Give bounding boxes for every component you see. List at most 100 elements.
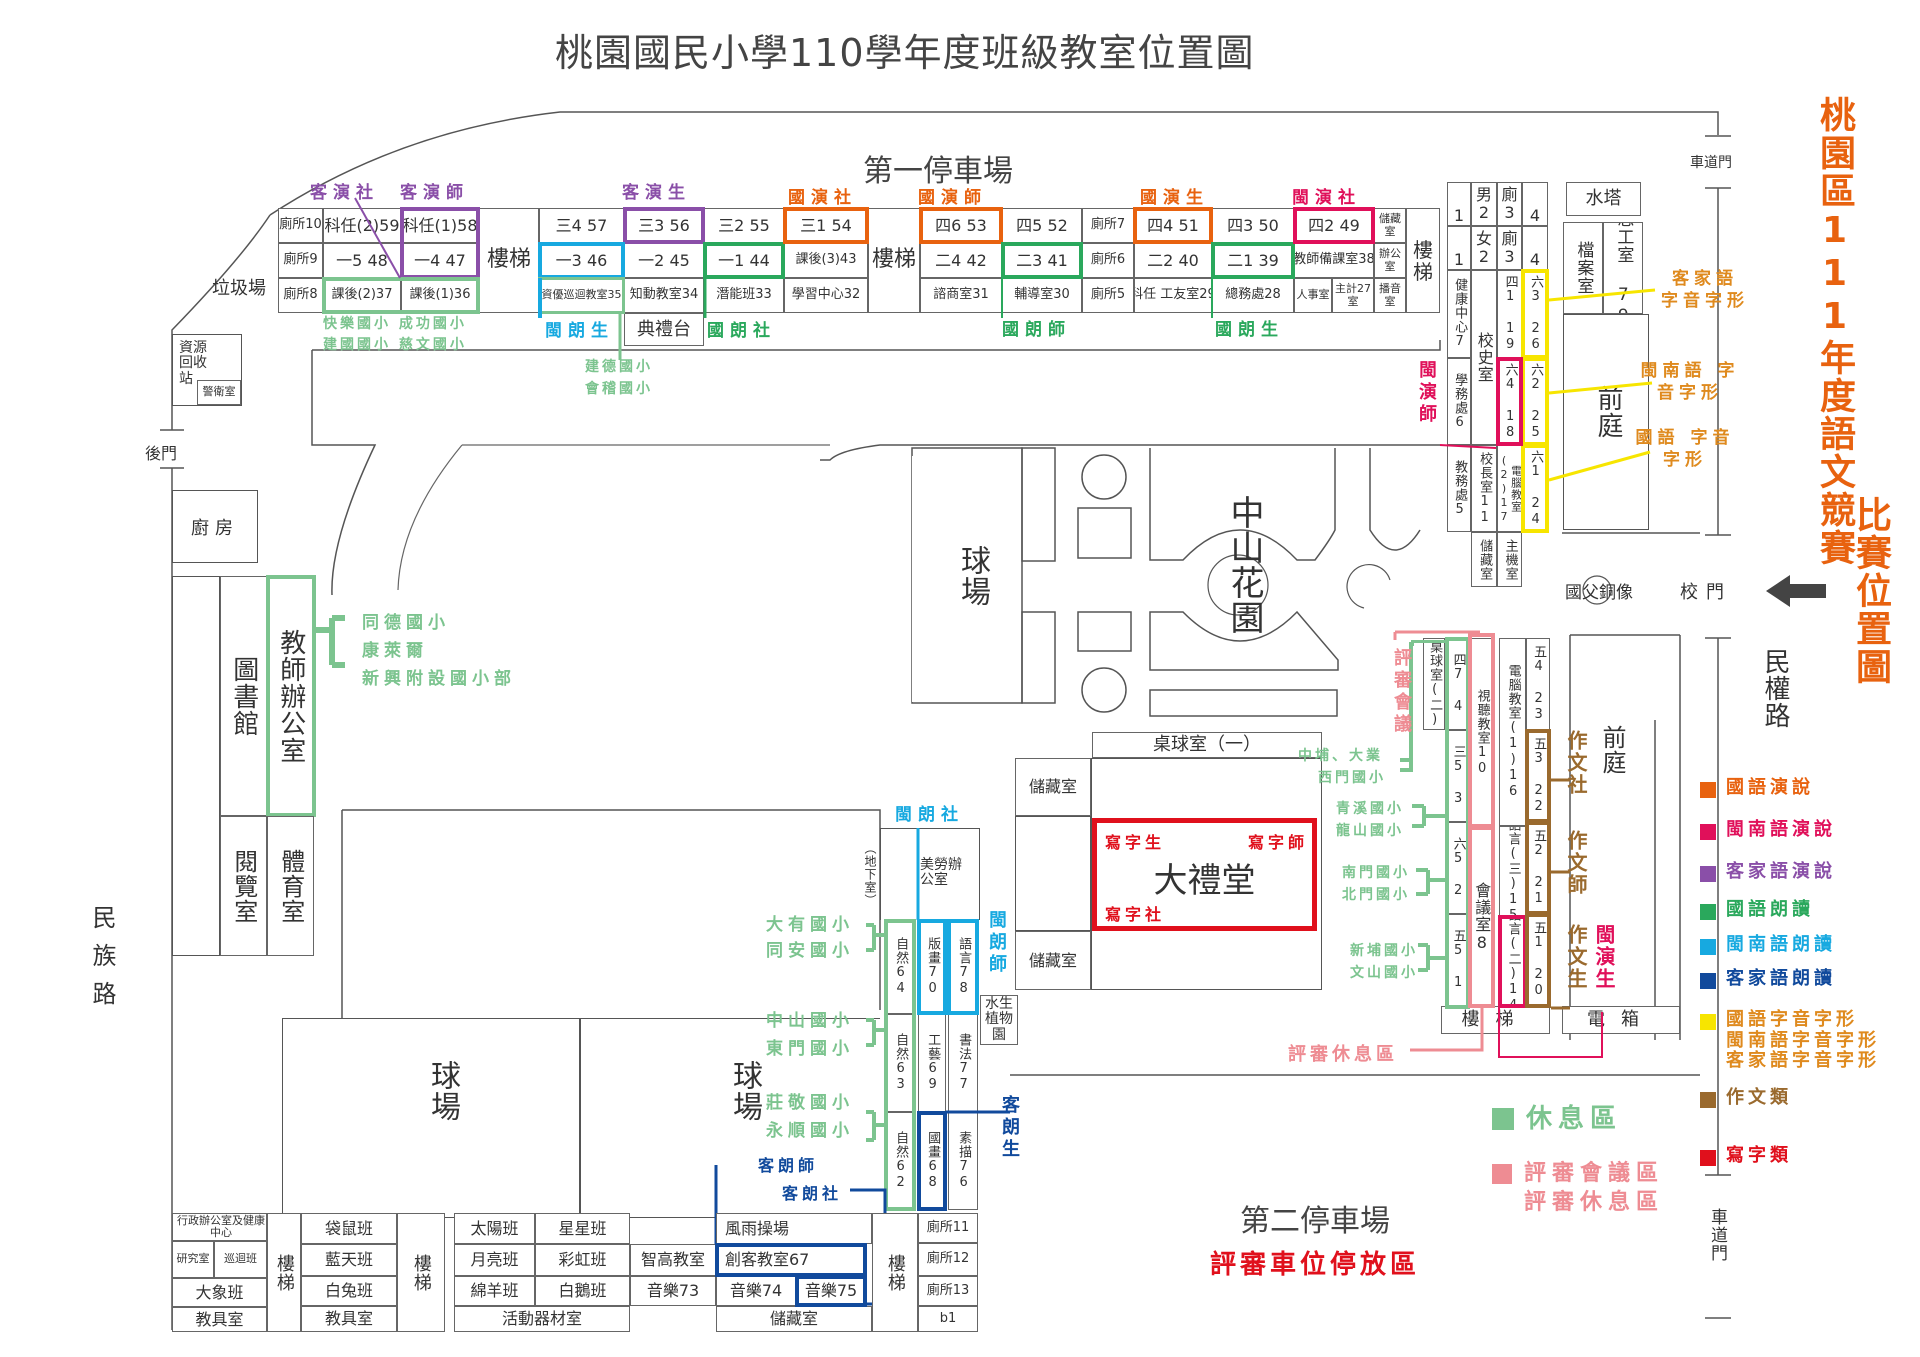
label-hakka-read-club: 客朗社: [782, 1184, 843, 1203]
label-essay-club: 作文社: [1564, 730, 1588, 796]
legend-judge-area: 評審會議區 評審休息區: [1492, 1160, 1664, 1217]
label-mandarin-speech-club: 國演社: [788, 188, 857, 208]
stairs: 樓梯: [1406, 208, 1440, 313]
label-hakka-char: 客家語 字音字形: [1661, 269, 1749, 312]
stage: 典禮台: [624, 313, 704, 346]
label-mandarin-char: 國語 字音字形: [1635, 428, 1735, 471]
rest-school-label: 北門國小: [1342, 887, 1410, 903]
legend-item: 作文類: [1700, 1087, 1792, 1109]
room: 三3 56: [624, 208, 704, 243]
label-hakka-read-teacher: 客朗師: [758, 1156, 819, 1175]
room: 教師備課室38: [1294, 243, 1374, 278]
rest-school-label: 新埔國小: [1350, 943, 1418, 959]
rest-school-label: 文山國小: [1350, 965, 1418, 981]
court-center: 球場: [955, 545, 990, 607]
rest-school-label: 建德國小: [585, 359, 653, 375]
garbage-area: 垃圾場: [212, 278, 266, 299]
auditorium: 大禮堂 寫字生 寫字師 寫字社: [1092, 818, 1317, 931]
legend-item: 國語字音字形 閩南語字音字形 客家語字音字形: [1700, 1009, 1880, 1072]
parking-lot-2: 第二停車場: [1240, 1204, 1390, 1239]
rest-school-label: 東門國小: [766, 1039, 854, 1059]
legend-item: 客家語演說: [1700, 861, 1836, 883]
room: 辦公室: [1374, 243, 1406, 278]
minzu-road: 民族路: [88, 905, 116, 1019]
recycle-station: 資源回收站 警衛室: [172, 334, 242, 406]
label-hakka-speech-student: 客演生: [622, 183, 691, 203]
label-minnan-speech-student: 閩演生: [1592, 924, 1616, 990]
room: 廁所6: [1082, 243, 1134, 278]
room: 廁所9: [278, 243, 323, 278]
pingpong-room-1: 桌球室（一）: [1092, 732, 1322, 758]
rest-school-label: 中山國小: [766, 1011, 854, 1031]
legend-item: 國語演說: [1700, 777, 1814, 799]
room: 科任(1)58: [401, 208, 479, 243]
legend-item: 閩南語朗讀: [1700, 934, 1836, 956]
room: 儲藏室: [1374, 208, 1406, 243]
label-hakka-read-student: 客朗生: [999, 1095, 1020, 1161]
basement-label: （地下室）: [863, 842, 877, 907]
court-sw: [282, 1018, 580, 1218]
page-title: 桃園國民小學110學年度班級教室位置圖: [555, 31, 1255, 75]
zhongshan-garden: 中山花園: [1224, 495, 1264, 635]
label-minnan-speech-club: 閩演社: [1292, 188, 1361, 208]
label-writing-teacher: 寫字師: [1247, 833, 1308, 852]
legend-label: 客家語朗讀: [1726, 968, 1836, 989]
rest-school-label: 新興附設國小部: [362, 669, 516, 689]
room: 主計27室: [1332, 278, 1374, 313]
label-minnan-speech-teacher: 閩演師: [1416, 360, 1437, 426]
stairs: 樓梯: [872, 1213, 918, 1332]
label-writing-student: 寫字生: [1105, 833, 1166, 852]
arrow-icon: [1766, 575, 1826, 607]
room: 二2 40: [1134, 243, 1212, 278]
legend-item: 寫字類: [1700, 1145, 1792, 1167]
aquatic-garden: 水生植物園: [980, 995, 1018, 1045]
driveway-gate-top: 車道門: [1690, 155, 1732, 171]
legend-swatch: [1700, 939, 1716, 955]
label-minnan-read-club: 閩朗社: [895, 805, 964, 825]
west-building: [172, 576, 220, 956]
pe-room: 體育室: [267, 816, 314, 956]
rest-school-label: 會稽國小: [585, 381, 653, 397]
rest-school-label: 康萊爾: [362, 641, 428, 661]
archive-room: 檔案室: [1563, 222, 1603, 314]
legend-item: 閩南語演說: [1700, 819, 1836, 841]
side-title-sub: 比賽位置圖: [1850, 496, 1891, 686]
legend-swatch: [1700, 1092, 1716, 1108]
parking-lot-1: 第一停車場: [863, 154, 1013, 189]
school-gate: 校門: [1680, 582, 1732, 603]
label-writing-club: 寫字社: [1105, 905, 1166, 924]
stairs: 樓梯: [397, 1213, 445, 1332]
back-gate: 後門: [145, 444, 178, 463]
room: 三2 55: [704, 208, 784, 243]
room: 資優巡迴教室35: [539, 278, 624, 313]
legend-label: 客家語演說: [1726, 861, 1836, 882]
legend-swatch: [1700, 866, 1716, 882]
room: 廁所5: [1082, 278, 1134, 313]
stairs: 樓梯: [1441, 1006, 1550, 1034]
room: 播音室: [1374, 278, 1406, 313]
legend-swatch: [1700, 824, 1716, 840]
room: 科任 工友室29: [1134, 278, 1212, 313]
room: 輔導室30: [1002, 278, 1082, 313]
room: 諮商室31: [920, 278, 1002, 313]
rest-school-label: 同德國小: [362, 613, 450, 633]
rest-school-label: 莊敬國小: [766, 1093, 854, 1113]
legend-swatch: [1700, 904, 1716, 920]
art-office: 美勞辦公室: [920, 857, 962, 889]
legend-swatch: [1700, 973, 1716, 989]
label-minnan-read-student: 閩朗生: [545, 321, 614, 341]
minquan-road: 民權路: [1760, 648, 1790, 729]
court-s-label: 球場: [727, 1060, 762, 1122]
stairs: 樓梯: [479, 208, 539, 313]
judge-parking: 評審車位停放區: [1210, 1250, 1421, 1280]
legend-swatch: [1700, 1150, 1716, 1166]
label-essay-teacher: 作文師: [1564, 830, 1588, 896]
rest-school-label: 快樂國小 成功國小: [323, 316, 467, 332]
room: 四5 52: [1002, 208, 1082, 243]
guard-room: 警衛室: [197, 380, 241, 405]
water-tower: 水塔: [1566, 182, 1641, 216]
legend-swatch: [1700, 1014, 1716, 1030]
rest-school-label: 永順國小: [766, 1121, 854, 1141]
rest-school-label: 龍山國小: [1336, 823, 1404, 839]
